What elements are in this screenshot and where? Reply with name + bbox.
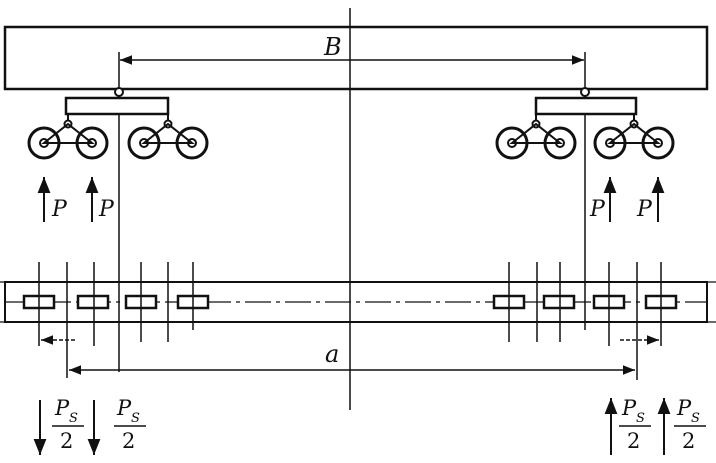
fraction-denominator: 2 (60, 429, 73, 453)
fraction-denominator: 2 (122, 429, 135, 453)
fraction-ps-over-2: P S 2 (114, 396, 146, 453)
dimension-a (66, 346, 635, 378)
dimension-label-a: a (325, 340, 339, 368)
fraction-denominator: 2 (627, 429, 640, 453)
fraction-ps-over-2: P S 2 (674, 396, 706, 453)
fraction-ps-over-2: P S 2 (52, 396, 84, 453)
beam-ticks (38, 262, 662, 380)
load-label-p: P (51, 197, 68, 222)
fraction-numerator: P (54, 396, 70, 420)
fraction-numerator: P (621, 396, 637, 420)
load-label-p: P (636, 197, 653, 222)
fraction-subscript: S (131, 411, 140, 426)
fraction-numerator: P (116, 396, 132, 420)
crane-girder (3, 25, 709, 91)
dimension-label-b: B (323, 33, 342, 61)
load-label-p: P (98, 197, 115, 222)
fraction-numerator: P (676, 396, 692, 420)
dimension-B (118, 52, 586, 92)
fraction-subscript: S (636, 411, 645, 426)
reaction-arrows (33, 398, 671, 455)
fraction-subscript: S (69, 411, 78, 426)
fraction-subscript: S (691, 411, 700, 426)
fraction-ps-over-2: P S 2 (619, 396, 651, 453)
fraction-denominator: 2 (682, 429, 695, 453)
wheel-load-arrows (37, 177, 665, 222)
left-bogie (41, 87, 195, 272)
load-label-p: P (589, 197, 606, 222)
